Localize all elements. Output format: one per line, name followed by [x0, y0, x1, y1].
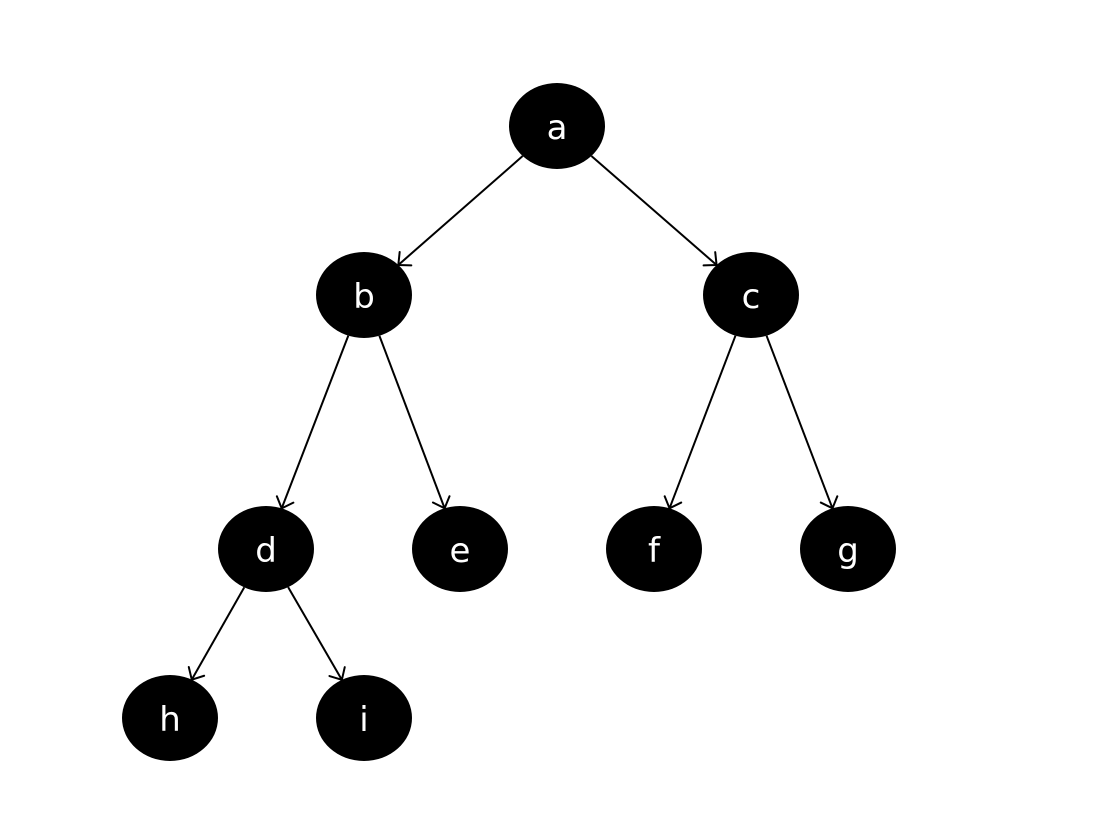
edge-d-i	[287, 586, 346, 681]
node-label: i	[359, 700, 368, 740]
arrowhead-icon	[275, 495, 295, 510]
tree-node-f: f	[606, 506, 702, 592]
nodes-layer: a b c d e f g h i	[122, 83, 896, 761]
node-label: c	[742, 277, 761, 317]
edge-line	[590, 155, 718, 266]
edge-a-c	[590, 155, 718, 267]
tree-node-e: e	[412, 506, 508, 592]
edge-a-b	[397, 155, 524, 267]
edge-c-g	[765, 335, 839, 510]
node-ellipse	[316, 252, 412, 338]
edge-line	[287, 586, 343, 681]
arrowhead-icon	[397, 251, 413, 267]
arrowhead-icon	[702, 251, 718, 267]
edge-line	[280, 335, 350, 509]
edge-c-f	[663, 335, 737, 510]
tree-node-h: h	[122, 675, 218, 761]
node-label: a	[547, 108, 568, 148]
edge-line	[378, 335, 446, 509]
node-ellipse	[800, 506, 896, 592]
arrowhead-icon	[328, 666, 346, 681]
edge-d-h	[187, 586, 246, 681]
edge-line	[668, 335, 737, 509]
edge-b-e	[378, 335, 451, 510]
edge-b-d	[275, 335, 350, 510]
tree-node-d: d	[218, 506, 314, 592]
node-label: h	[159, 700, 181, 740]
tree-node-c: c	[703, 252, 799, 338]
node-ellipse	[218, 506, 314, 592]
node-ellipse	[703, 252, 799, 338]
node-ellipse	[122, 675, 218, 761]
node-label: g	[837, 531, 859, 571]
node-ellipse	[316, 675, 412, 761]
tree-node-i: i	[316, 675, 412, 761]
edge-line	[397, 155, 524, 266]
tree-node-b: b	[316, 252, 412, 338]
arrowhead-icon	[187, 666, 206, 681]
edge-line	[190, 586, 246, 681]
node-label: f	[648, 531, 661, 571]
node-label: e	[450, 531, 471, 571]
node-ellipse	[412, 506, 508, 592]
edge-line	[765, 335, 834, 509]
node-ellipse	[606, 506, 702, 592]
node-label: b	[353, 277, 375, 317]
node-label: d	[255, 531, 277, 571]
edges-layer	[187, 155, 839, 681]
tree-node-g: g	[800, 506, 896, 592]
tree-node-a: a	[509, 83, 605, 169]
node-ellipse	[509, 83, 605, 169]
arrowhead-icon	[431, 495, 451, 510]
